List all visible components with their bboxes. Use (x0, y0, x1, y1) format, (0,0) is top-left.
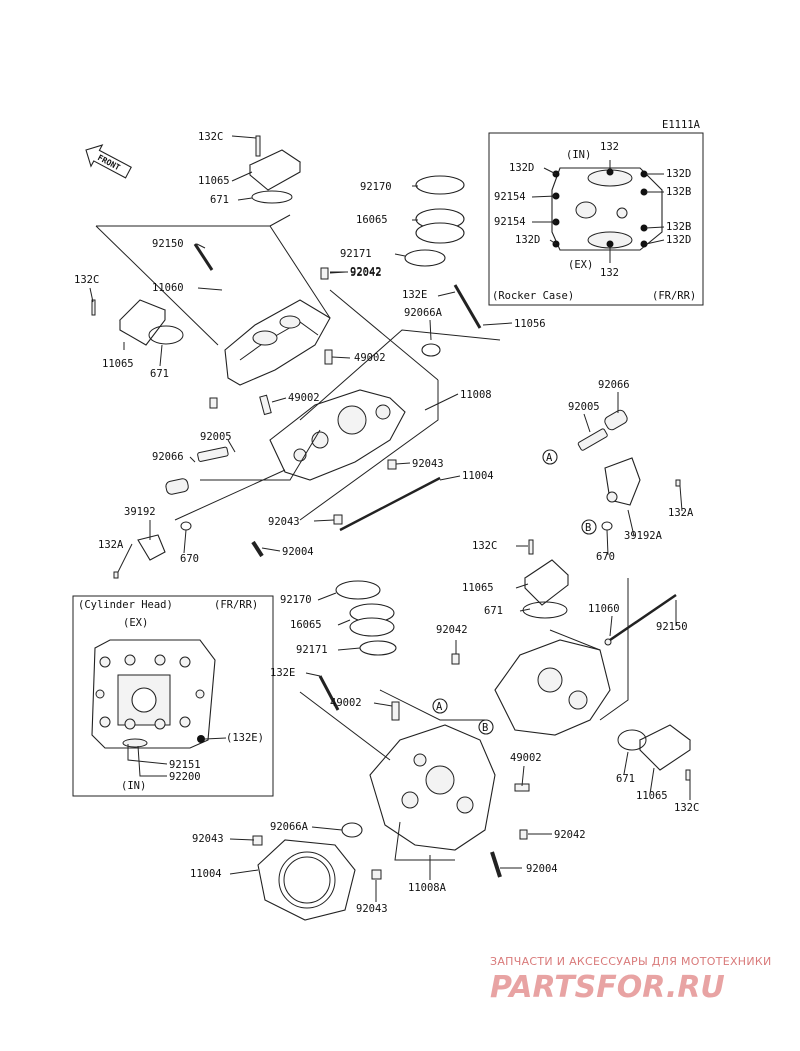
diagram-code: E1111A (662, 119, 701, 131)
part-number-label: 132E (270, 667, 295, 679)
rocker-inset-label: 132D (666, 168, 691, 180)
head-inset-bolt: (132E) (226, 732, 264, 744)
part-number-label: 92042 (554, 829, 586, 841)
part-number-label: 671 (616, 773, 635, 785)
part-number-label: 11008 (460, 389, 492, 401)
rocker-inset-label: 132B (666, 221, 691, 233)
part-number-label: 11065 (462, 582, 494, 594)
part-number-label: 16065 (290, 619, 322, 631)
svg-text:A: A (546, 452, 553, 464)
part-number-label: 132A (668, 507, 694, 519)
part-number-label: 671 (210, 194, 229, 206)
part-number-label: 92066 (598, 379, 630, 391)
part-number-label: 92042 (350, 267, 382, 279)
part-number-label: 11060 (588, 603, 620, 615)
right-breather-parts (577, 409, 681, 531)
part-number-label: 92170 (280, 594, 312, 606)
rocker-inset-in: (IN) (566, 149, 591, 161)
part-number-label: 92170 (360, 181, 392, 193)
part-number-label: 39192A (624, 530, 663, 542)
part-number-label: 92005 (200, 431, 232, 443)
part-number-label: 92171 (296, 644, 328, 656)
part-number-label: 132C (472, 540, 497, 552)
rocker-inset-label: 92154 (494, 216, 526, 228)
head-inset-label-92151: 92151 (169, 759, 201, 771)
part-number-label: 92066A (404, 307, 443, 319)
part-number-label: 49002 (510, 752, 542, 764)
part-number-label: 11056 (514, 318, 546, 330)
part-number-label: 11065 (102, 358, 134, 370)
part-number-label: 11008A (408, 882, 447, 894)
part-number-label: 16065 (356, 214, 388, 226)
part-number-label: 92004 (526, 863, 558, 875)
rocker-inset-label: 132B (666, 186, 691, 198)
front-head-assembly (252, 539, 691, 921)
part-number-label: 671 (150, 368, 169, 380)
part-number-label: 11004 (462, 470, 494, 482)
front-arrow-icon: FRONT (85, 144, 132, 179)
part-number-label: 92004 (282, 546, 314, 558)
part-number-label: 132C (674, 802, 699, 814)
part-number-label: 92005 (568, 401, 600, 413)
rocker-inset-label: 132 (600, 267, 619, 279)
leader-lines (95, 214, 629, 861)
part-number-label: 39192 (124, 506, 156, 518)
rocker-inset-ex: (EX) (568, 259, 593, 271)
rocker-inset-label: 132D (509, 162, 534, 174)
part-number-label: 92043 (356, 903, 388, 915)
part-number-label: 92042 (350, 266, 382, 278)
part-number-label: 11060 (152, 282, 184, 294)
cylinder-head-inset: (Cylinder Head) (FR/RR) (EX) (IN) (132E)… (72, 595, 274, 797)
part-number-label: 11065 (198, 175, 230, 187)
watermark-line1: ЗАПЧАСТИ И АКСЕССУАРЫ ДЛЯ МОТОТЕХНИКИ (490, 955, 772, 968)
part-number-label: 11065 (636, 790, 668, 802)
part-number-label: 92150 (656, 621, 688, 633)
head-inset-side: (FR/RR) (214, 599, 258, 611)
part-number-label: 92150 (152, 238, 184, 250)
rocker-inset-title: (Rocker Case) (492, 290, 574, 302)
part-number-label: 11004 (190, 868, 222, 880)
part-number-label: 670 (180, 553, 199, 565)
part-number-label: 92066 (152, 451, 184, 463)
part-number-label: 92066A (270, 821, 309, 833)
part-number-label: 92171 (340, 248, 372, 260)
part-number-label: 92043 (192, 833, 224, 845)
rocker-inset-label: 132 (600, 141, 619, 153)
callout-labels: 132C1106567192150132C1106011065671920429… (74, 131, 699, 915)
head-inset-title: (Cylinder Head) (78, 599, 173, 611)
head-inset-in: (IN) (121, 780, 146, 792)
head-inset-label-92200: 92200 (169, 771, 201, 783)
watermark-line2: PARTSFOR.RU (490, 970, 725, 1005)
head-inset-ex: (EX) (123, 617, 148, 629)
part-number-label: 132E (402, 289, 427, 301)
part-number-label: 132C (74, 274, 99, 286)
part-number-label: 49002 (354, 352, 386, 364)
part-number-label: 49002 (330, 697, 362, 709)
svg-text:A: A (436, 701, 443, 713)
rocker-inset-label: 132D (515, 234, 540, 246)
part-number-label: 49002 (288, 392, 320, 404)
part-number-label: 92042 (436, 624, 468, 636)
svg-text:B: B (482, 722, 488, 734)
rear-head-assembly (91, 135, 482, 579)
svg-text:B: B (585, 522, 591, 534)
part-number-label: 670 (596, 551, 615, 563)
part-number-label: 671 (484, 605, 503, 617)
rocker-inset-label: 92154 (494, 191, 526, 203)
part-number-label: 92043 (268, 516, 300, 528)
rocker-inset-label: 132D (666, 234, 691, 246)
rocker-inset-side: (FR/RR) (652, 290, 696, 302)
part-number-label: 92043 (412, 458, 444, 470)
part-number-label: 132C (198, 131, 223, 143)
circle-markers: A B A B (432, 449, 597, 735)
part-number-label: 132A (98, 539, 124, 551)
